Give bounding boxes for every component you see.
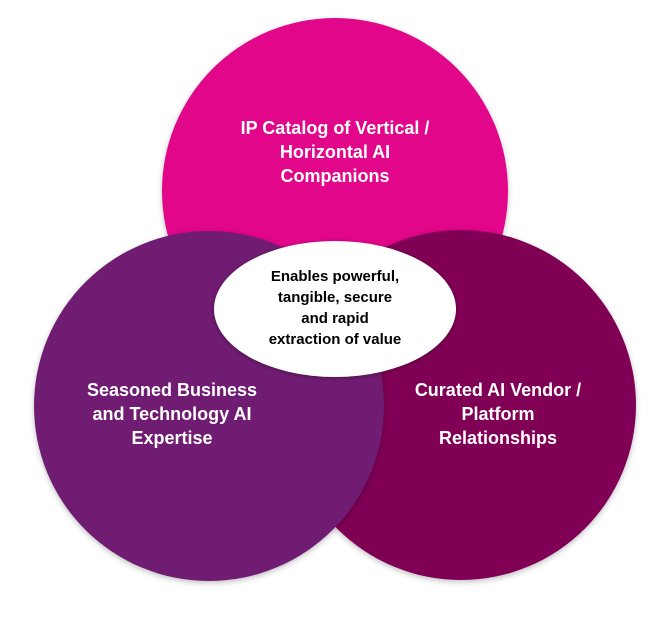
vendor-relationships-label: Curated AI Vendor / Platform Relationshi… bbox=[414, 380, 582, 448]
ip-catalog-label: IP Catalog of Vertical / Horizontal AI C… bbox=[240, 118, 430, 186]
center-ellipse bbox=[214, 241, 456, 377]
ai-expertise-label: Seasoned Business and Technology AI Expe… bbox=[86, 380, 258, 448]
center-label: Enables powerful, tangible, secure and r… bbox=[268, 268, 402, 348]
